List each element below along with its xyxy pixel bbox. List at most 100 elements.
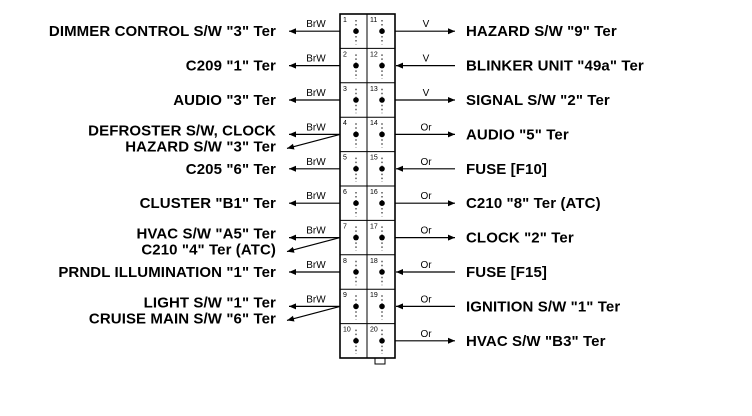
pin-number: 16 [370,189,378,196]
right-circuit-pin-14: Or AUDIO "5" Ter [395,122,569,143]
terminal-dot [379,234,385,241]
pin-number: 4 [343,120,347,127]
wire-color: Or [420,294,432,305]
pin-number: 17 [370,223,378,230]
terminal-dot [379,269,385,275]
circuit-label: C205 "6" Ter [186,161,276,178]
circuit-label: CLUSTER "B1" Ter [140,195,276,212]
terminal-dot [379,131,385,138]
terminal-dot [353,338,359,344]
left-circuit-pin-8: BrW PRNDL ILLUMINATION "1" Ter [58,260,340,281]
circuit-label: SIGNAL S/W "2" Ter [466,92,610,109]
terminal-dot [379,166,385,172]
pin-number: 11 [370,17,377,24]
circuit-label: DEFROSTER S/W, CLOCK [88,122,276,139]
wire-color: BrW [306,122,326,133]
wire-color: V [423,88,430,99]
circuit-label: PRNDL ILLUMINATION "1" Ter [58,264,276,281]
wire-color: BrW [306,260,326,271]
wire-color: BrW [306,157,326,168]
connector-latch [374,357,386,365]
pin-number: 1 [343,17,347,24]
pin-number: 2 [343,51,347,58]
circuit-label: DIMMER CONTROL S/W "3" Ter [49,23,276,40]
terminal-dot [379,200,385,206]
wire-color: Or [420,191,432,202]
terminal-dot [353,166,359,172]
wire-color: Or [420,122,432,133]
terminal-dot [353,131,359,138]
wire-color: BrW [306,54,326,65]
circuit-label: HVAC S/W "B3" Ter [466,333,606,350]
pin-number: 3 [343,86,347,93]
circuit-label: LIGHT S/W "1" Ter [144,294,276,311]
pin-number: 18 [370,258,378,265]
wire-color: BrW [306,191,326,202]
wire-branch-arrow [286,133,341,150]
pin-number: 13 [370,86,378,93]
right-circuit-pin-17: Or CLOCK "2" Ter [395,226,574,247]
terminal-dot [353,62,359,69]
circuit-label: AUDIO "5" Ter [466,126,569,143]
wire-color: Or [420,260,432,271]
circuit-label: C209 "1" Ter [186,58,276,75]
circuit-label: HAZARD S/W "9" Ter [466,23,617,40]
pin-number: 10 [343,327,351,334]
terminal-dot [379,303,385,310]
wire-color: Or [420,157,432,168]
pin-number: 20 [370,327,378,334]
right-circuit-pin-19: Or IGNITION S/W "1" Ter [396,294,620,315]
terminal-dot [353,200,359,206]
pin-number: 7 [343,223,347,230]
circuit-label: HVAC S/W "A5" Ter [136,226,276,243]
circuit-label: HAZARD S/W "3" Ter [125,138,276,155]
right-circuit-pin-13: V SIGNAL S/W "2" Ter [395,88,610,109]
circuit-label: AUDIO "3" Ter [173,92,276,109]
pin-number: 5 [343,155,347,162]
left-circuit-pin-6: BrW CLUSTER "B1" Ter [140,191,340,212]
circuit-label: FUSE [F15] [466,264,547,281]
right-circuit-pin-16: Or C210 "8" Ter (ATC) [395,191,601,212]
wire-branch-arrow [286,237,341,253]
circuit-label: C210 "8" Ter (ATC) [466,195,601,212]
pin-number: 12 [370,51,378,58]
circuit-label: C210 "4" Ter (ATC) [141,242,276,259]
terminal-dot [379,28,385,34]
pin-number: 15 [370,155,378,162]
terminal-dot [353,97,359,103]
circuit-label: CLOCK "2" Ter [466,230,574,247]
circuit-label: IGNITION S/W "1" Ter [466,298,620,315]
terminal-dot [379,338,385,344]
terminal-dot [379,97,385,103]
left-circuit-pin-3: BrW AUDIO "3" Ter [173,88,340,109]
circuit-label: FUSE [F10] [466,161,547,178]
wire-color: V [423,19,430,30]
wire-color: BrW [306,88,326,99]
left-circuit-pin-1: BrW DIMMER CONTROL S/W "3" Ter [49,19,340,40]
left-circuit-pin-5: BrW C205 "6" Ter [186,157,340,178]
terminal-dot [353,234,359,241]
wire-color: V [423,54,430,65]
pin-number: 6 [343,189,347,196]
wire-color: Or [420,226,432,237]
terminal-dot [379,62,385,69]
wire-color: BrW [306,19,326,30]
right-circuit-pin-15: Or FUSE [F10] [396,157,547,178]
right-circuit-pin-11: V HAZARD S/W "9" Ter [395,19,617,40]
pin-number: 19 [370,292,378,299]
wire-branch-arrow [286,305,341,322]
pin-number: 14 [370,120,378,127]
left-circuit-pin-2: BrW C209 "1" Ter [186,54,340,75]
pin-number: 8 [343,258,347,265]
circuit-label: CRUISE MAIN S/W "6" Ter [89,310,276,327]
terminal-dot [353,269,359,275]
